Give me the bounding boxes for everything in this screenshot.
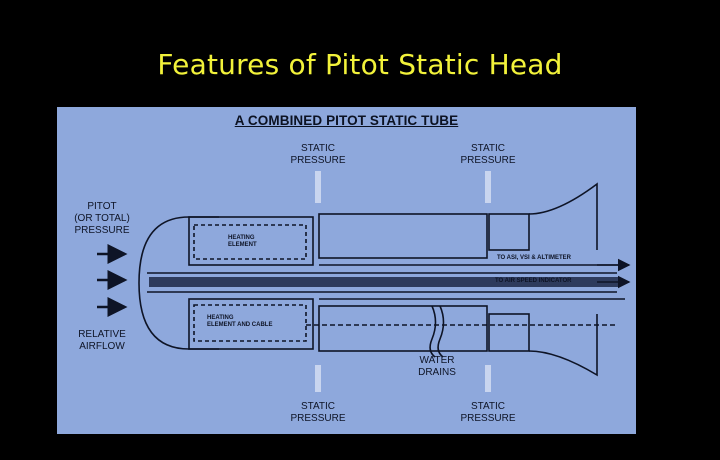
static-pressure-top-right: STATIC PRESSURE <box>460 143 516 166</box>
heating-element-box <box>193 224 307 260</box>
heating-element-cable-label: HEATING ELEMENT AND CABLE <box>207 315 273 328</box>
to-asi-vsi-altimeter-label: TO ASI, VSI & ALTIMETER <box>497 255 572 261</box>
middle-upper-chamber <box>318 213 488 259</box>
rear-upper-chamber <box>488 213 530 251</box>
pitot-core-tube <box>149 277 619 287</box>
rear-lower-chamber <box>488 313 530 352</box>
to-airspeed-indicator-label: TO AIR SPEED INDICATOR <box>495 278 572 284</box>
rear-flare-top <box>528 182 598 250</box>
pitot-pressure-label: PITOT (OR TOTAL) PRESSURE <box>74 201 130 236</box>
heating-element-cable-box <box>193 304 307 342</box>
front-upper-chamber <box>188 216 314 266</box>
tube-nose-outline <box>138 216 219 350</box>
water-drain-left <box>429 305 437 358</box>
water-drains-label: WATER DRAINS <box>418 355 456 378</box>
relative-airflow-label: RELATIVE AIRFLOW <box>78 329 126 352</box>
static-pressure-top-left: STATIC PRESSURE <box>290 143 346 166</box>
static-pressure-bottom-right: STATIC PRESSURE <box>460 401 516 424</box>
slide-title: Features of Pitot Static Head <box>157 48 563 81</box>
middle-lower-chamber <box>318 305 488 352</box>
rear-flare-bottom <box>528 314 598 377</box>
pitot-tube-drawing <box>97 171 631 392</box>
front-lower-chamber <box>188 298 314 350</box>
diagram-heading: A COMBINED PITOT STATIC TUBE <box>234 113 459 128</box>
heating-element-label: HEATING ELEMENT <box>228 235 257 248</box>
water-drain-right <box>437 305 445 358</box>
pitot-static-diagram: A COMBINED PITOT STATIC TUBE STATIC PRES… <box>57 107 636 434</box>
static-pressure-bottom-left: STATIC PRESSURE <box>290 401 346 424</box>
